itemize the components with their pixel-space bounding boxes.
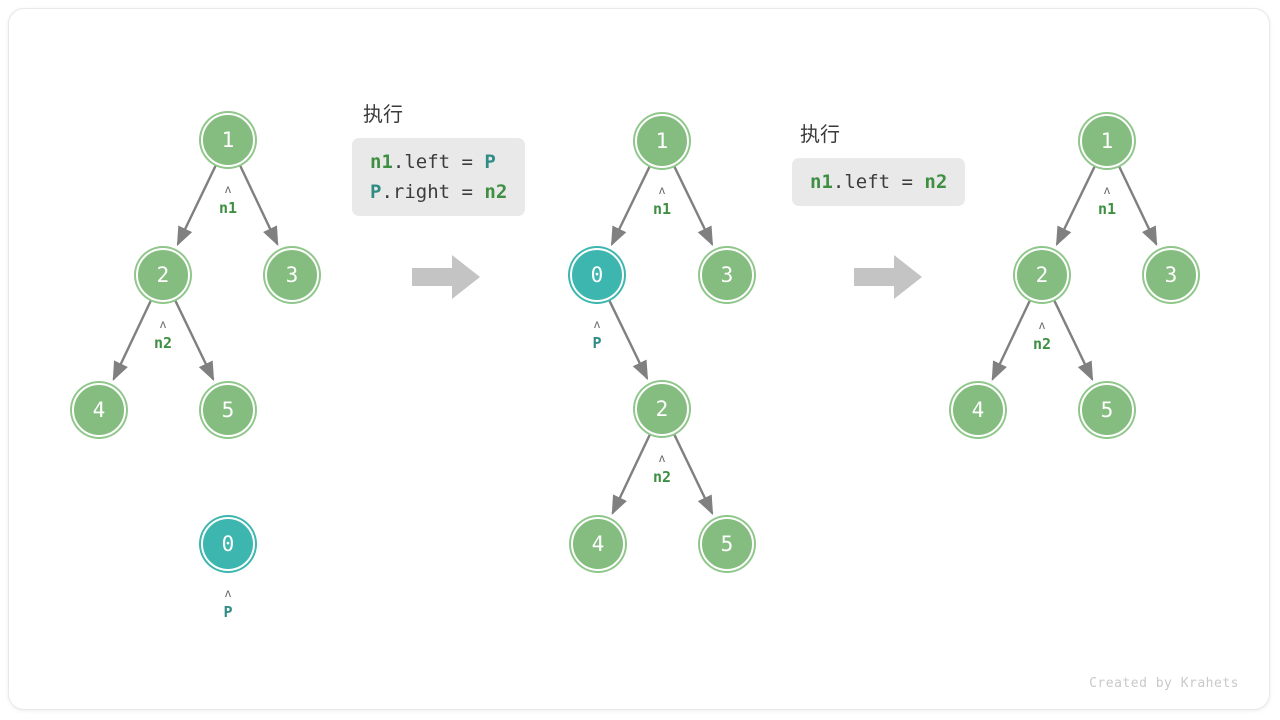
tree-edge-layer [112,163,1158,516]
pointer-label-text: n1 [218,199,238,217]
tree-node[interactable]: 2 [1015,248,1069,302]
tree-node[interactable]: 4 [951,383,1005,437]
pointer-label-n2: ʌ n2 [1032,318,1052,353]
caret-icon: ʌ [594,317,600,331]
transition-arrow-icon [410,252,482,307]
caret-icon: ʌ [1104,183,1110,197]
tree-edge [1055,164,1097,247]
node-value: 1 [655,128,669,153]
pointer-label-text: n1 [652,200,672,218]
code-token: n2 [484,181,508,203]
tree-edge [672,164,714,247]
code-block: n1.left = n2 [792,158,966,206]
caret-icon: ʌ [160,317,166,331]
code-line: n1.left = P [370,147,507,177]
tree-node[interactable]: 3 [700,248,754,302]
tree-node[interactable]: 1 [201,113,255,167]
caret-icon: ʌ [1039,318,1045,332]
code-token: .right = [381,181,485,203]
tree-edge [173,298,215,382]
pointer-label-n1: ʌ n1 [1097,183,1117,218]
pointer-label-text: P [592,334,602,352]
watermark: Created by Krahets [1089,676,1239,691]
pointer-label-text: n2 [153,334,173,352]
node-value: 5 [720,531,734,556]
code-token: P [370,181,382,203]
caret-icon: ʌ [659,451,665,465]
tree-edge [611,432,652,516]
transition-arrow-icon [852,252,924,307]
caret-icon: ʌ [225,586,231,600]
code-line: P.right = n2 [370,177,507,207]
pointer-label-text: n2 [652,468,672,486]
tree-node[interactable]: 2 [136,248,190,302]
node-value: 2 [1035,262,1049,287]
tree-edge [1052,298,1094,382]
tree-edge [991,298,1032,382]
tree-edge [176,163,218,247]
caret-icon: ʌ [659,183,665,197]
node-value: 2 [156,262,170,287]
tree-node[interactable]: 1 [1080,114,1134,168]
tree-node[interactable]: 5 [1080,383,1134,437]
node-value: 1 [221,127,235,152]
node-value: 3 [1164,262,1178,287]
tree-edge [1117,164,1158,247]
tree-node[interactable]: 5 [700,517,754,571]
node-value: 0 [221,531,235,556]
node-value: 4 [971,397,985,422]
pointer-label-n2: ʌ n2 [153,317,173,352]
step-title: 执行 [363,102,403,126]
tree-edge [672,432,714,516]
pointer-label-text: n1 [1097,200,1117,218]
pointer-label-n1: ʌ n1 [652,183,672,218]
pointer-label-text: n2 [1032,335,1052,353]
tree-node[interactable]: 3 [1144,248,1198,302]
code-token: n1 [810,171,833,193]
node-value: 0 [590,262,604,287]
code-token: .left = [392,151,485,173]
tree-node[interactable]: 3 [265,248,319,302]
tree-node[interactable]: 2 [635,382,689,436]
pointer-label-text: P [223,603,233,621]
caret-icon: ʌ [225,182,231,196]
node-value: 4 [591,531,605,556]
code-token: .left = [832,171,925,193]
code-token: P [484,151,496,173]
node-value: 2 [655,396,669,421]
code-line: n1.left = n2 [810,167,947,197]
node-value: 3 [720,262,734,287]
tree-edge [238,163,279,247]
tree-node[interactable]: 1 [635,114,689,168]
tree-edge [607,298,649,381]
code-token: n2 [924,171,948,193]
step-title: 执行 [800,122,840,146]
pointer-label-n2: ʌ n2 [652,451,672,486]
tree-node[interactable]: 0 [201,517,255,571]
node-value: 3 [285,262,299,287]
tree-node[interactable]: 5 [201,383,255,437]
tree-node[interactable]: 0 [570,248,624,302]
node-value: 1 [1100,128,1114,153]
pointer-label-n1: ʌ n1 [218,182,238,217]
node-value: 4 [92,397,106,422]
tree-edge [112,298,153,382]
code-token: n1 [370,151,393,173]
tree-node[interactable]: 4 [571,517,625,571]
node-value: 5 [1100,397,1114,422]
tree-edge [610,164,652,247]
tree-node[interactable]: 4 [72,383,126,437]
node-value: 5 [221,397,235,422]
